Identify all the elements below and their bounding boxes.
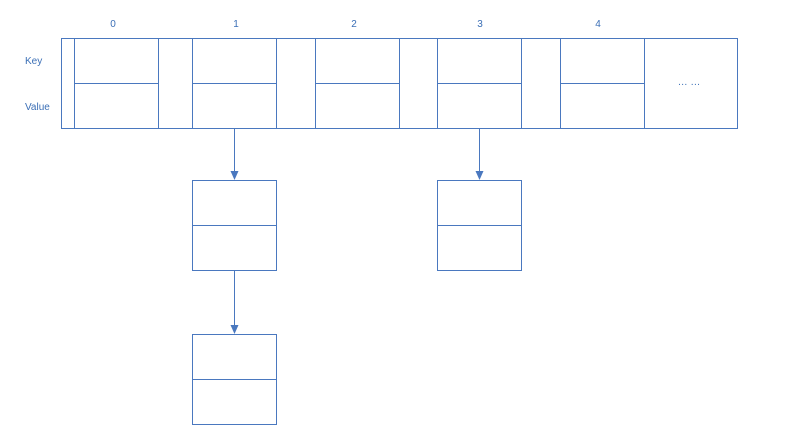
bucket-4	[560, 38, 645, 129]
chain-node-1a	[192, 180, 277, 271]
bucket-3	[437, 38, 522, 129]
index-label-3: 3	[477, 19, 483, 30]
arrow-bucket-1-to-node	[230, 128, 239, 180]
index-label-4: 4	[595, 19, 601, 30]
index-label-1: 1	[233, 19, 239, 30]
row-label-value: Value	[25, 102, 50, 113]
bucket-1	[192, 38, 277, 129]
arrow-node-1a-to-node-1b	[230, 270, 239, 334]
bucket-0	[74, 38, 159, 129]
row-label-key: Key	[25, 56, 42, 67]
chain-node-3a	[437, 180, 522, 271]
index-label-2: 2	[351, 19, 357, 30]
chain-node-1b	[192, 334, 277, 425]
arrow-bucket-3-to-node	[475, 128, 484, 180]
ellipsis-label: … …	[678, 77, 701, 88]
index-label-0: 0	[110, 19, 116, 30]
bucket-2	[315, 38, 400, 129]
